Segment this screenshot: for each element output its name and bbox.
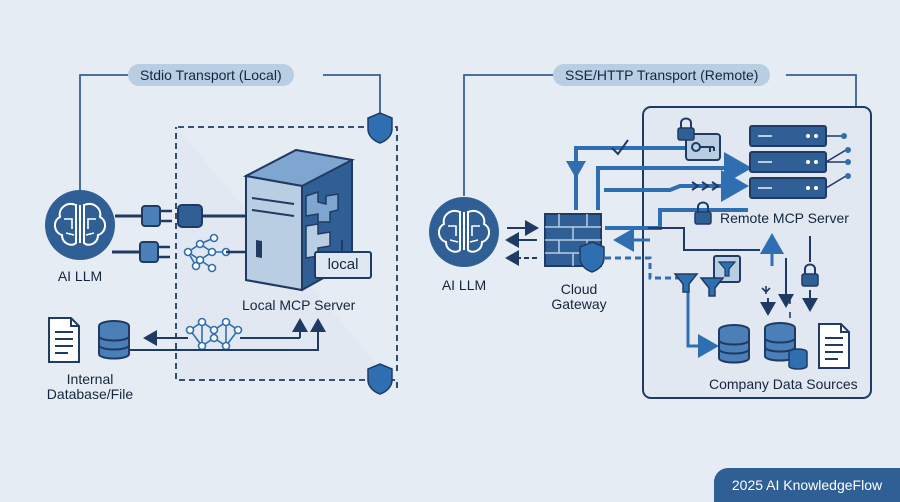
company-database-icon-3	[788, 348, 808, 370]
gateway-label-line1: Cloud	[560, 281, 598, 297]
local-document-icon	[48, 317, 80, 363]
llm-gateway-arrows	[505, 220, 539, 266]
company-database-icon-1	[718, 324, 750, 364]
data-sources-label: Company Data Sources	[709, 376, 858, 392]
local-llm-label: AI LLM	[57, 268, 103, 284]
company-document-icon	[818, 323, 850, 369]
database-label-line1: Internal	[66, 371, 114, 387]
brand-badge: 2025 AI KnowledgeFlow	[714, 468, 900, 502]
local-server-label: Local MCP Server	[242, 297, 356, 313]
remote-outer-frame	[463, 74, 857, 196]
local-ai-brain-icon	[44, 189, 116, 261]
database-label-line2: Database/File	[46, 386, 134, 402]
local-server-tower-icon	[242, 148, 356, 292]
local-server-tag: local	[314, 251, 372, 279]
local-database-connection-icon	[110, 317, 326, 351]
local-shield-top-icon	[367, 112, 393, 144]
local-transport-title: Stdio Transport (Local)	[128, 64, 294, 86]
remote-server-rack-icon	[749, 125, 851, 199]
server-to-data-flows	[686, 233, 818, 358]
local-shield-bottom-icon	[367, 363, 393, 395]
remote-ai-brain-icon	[428, 196, 500, 268]
auth-key-icon	[685, 133, 721, 161]
local-outer-frame	[79, 74, 381, 196]
local-network-nodes-icon	[183, 233, 246, 273]
gateway-label-line2: Gateway	[551, 296, 607, 312]
remote-llm-label: AI LLM	[441, 277, 487, 293]
local-plug-connector-icon	[112, 204, 246, 263]
filter-settings-icon	[713, 255, 741, 283]
remote-server-label: Remote MCP Server	[720, 210, 849, 226]
remote-transport-title: SSE/HTTP Transport (Remote)	[553, 64, 771, 86]
gateway-to-server-flows	[566, 139, 760, 280]
gateway-shield-icon	[579, 241, 605, 273]
local-database-icon	[98, 320, 130, 360]
